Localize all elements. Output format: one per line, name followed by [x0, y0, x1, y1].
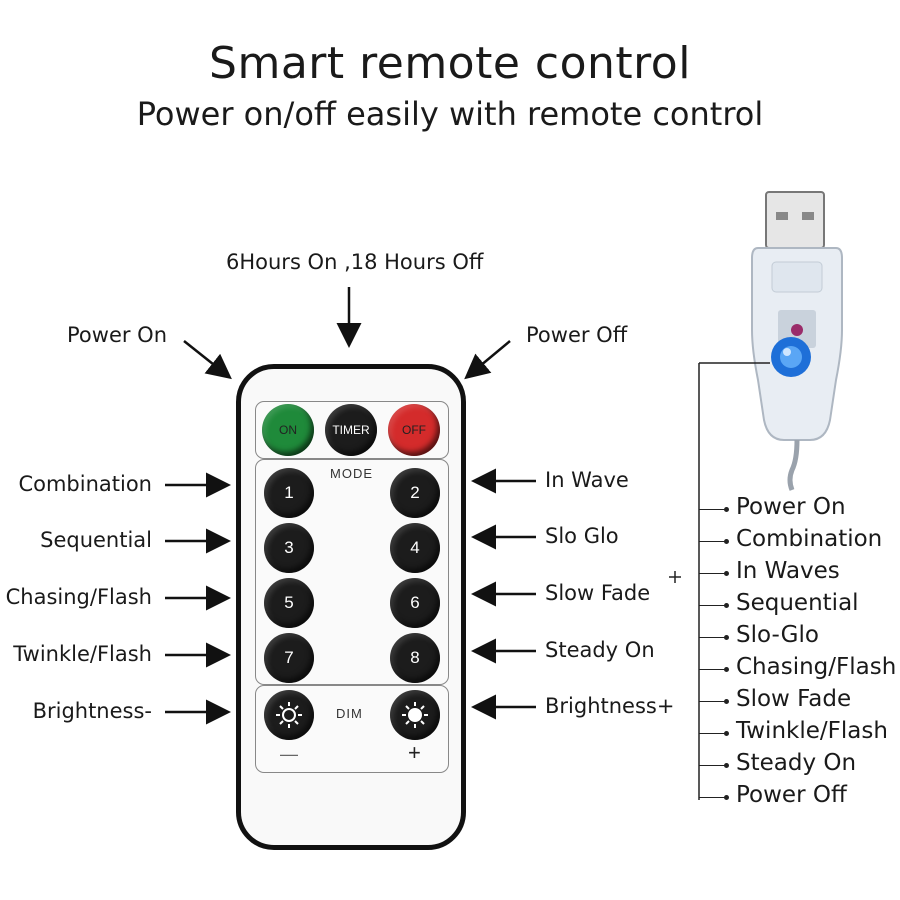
usb-mode-item: Power On [699, 494, 900, 526]
dim-button-panel: DIM — + [255, 685, 449, 773]
top-button-panel: ON TIMER OFF [255, 401, 449, 459]
usb-mode-item: Chasing/Flash [699, 654, 900, 686]
callout-steady-on: Steady On [545, 638, 655, 662]
timer-button[interactable]: TIMER [325, 404, 377, 456]
usb-mode-item: Twinkle/Flash [699, 718, 900, 750]
on-button[interactable]: ON [262, 404, 314, 456]
mode-button-panel: MODE 1 2 3 4 5 6 7 8 [255, 459, 449, 685]
callout-brightness-minus: Brightness- [32, 699, 152, 723]
sun-icon [276, 702, 302, 728]
page-title: Smart remote control [209, 38, 691, 89]
usb-controller-image [669, 191, 843, 800]
callout-slo-glo: Slo Glo [545, 524, 619, 548]
mode-button-7[interactable]: 7 [264, 633, 314, 683]
mode-button-8[interactable]: 8 [390, 633, 440, 683]
power-off-callout: Power Off [526, 323, 628, 347]
usb-mode-item: Slo-Glo [699, 622, 900, 654]
usb-mode-item: Combination [699, 526, 900, 558]
callout-slow-fade: Slow Fade [545, 581, 651, 605]
dim-label: DIM [336, 706, 363, 721]
page-subtitle: Power on/off easily with remote control [136, 95, 764, 133]
callout-twinkle-flash: Twinkle/Flash [13, 642, 152, 666]
usb-mode-item: In Waves [699, 558, 900, 590]
plus-label: + [408, 740, 422, 765]
callout-brightness-plus: Brightness+ [545, 694, 675, 718]
mode-button-1[interactable]: 1 [264, 468, 314, 518]
remote-control: ON TIMER OFF MODE 1 2 3 4 5 6 7 8 [236, 364, 466, 850]
power-on-callout: Power On [67, 323, 168, 347]
usb-mode-item: Sequential [699, 590, 900, 622]
mode-button-5[interactable]: 5 [264, 578, 314, 628]
power-on-arrow [183, 340, 232, 380]
usb-mode-item: Power Off [699, 782, 900, 814]
minus-label: — [280, 744, 299, 764]
sun-icon [402, 702, 428, 728]
mode-button-4[interactable]: 4 [390, 523, 440, 573]
usb-mode-item: Slow Fade [699, 686, 900, 718]
callout-sequential: Sequential [40, 528, 152, 552]
mode-button-2[interactable]: 2 [390, 468, 440, 518]
callout-chasing-flash: Chasing/Flash [5, 585, 152, 609]
off-button[interactable]: OFF [388, 404, 440, 456]
mode-button-3[interactable]: 3 [264, 523, 314, 573]
power-off-arrow [464, 340, 511, 380]
mode-button-6[interactable]: 6 [390, 578, 440, 628]
brightness-up-button[interactable] [390, 690, 440, 740]
mode-label: MODE [330, 466, 373, 481]
timer-callout: 6Hours On ,18 Hours Off [226, 250, 484, 274]
brightness-down-button[interactable] [264, 690, 314, 740]
usb-mode-item: Steady On [699, 750, 900, 782]
callout-combination: Combination [18, 472, 152, 496]
callout-in-wave: In Wave [545, 468, 629, 492]
